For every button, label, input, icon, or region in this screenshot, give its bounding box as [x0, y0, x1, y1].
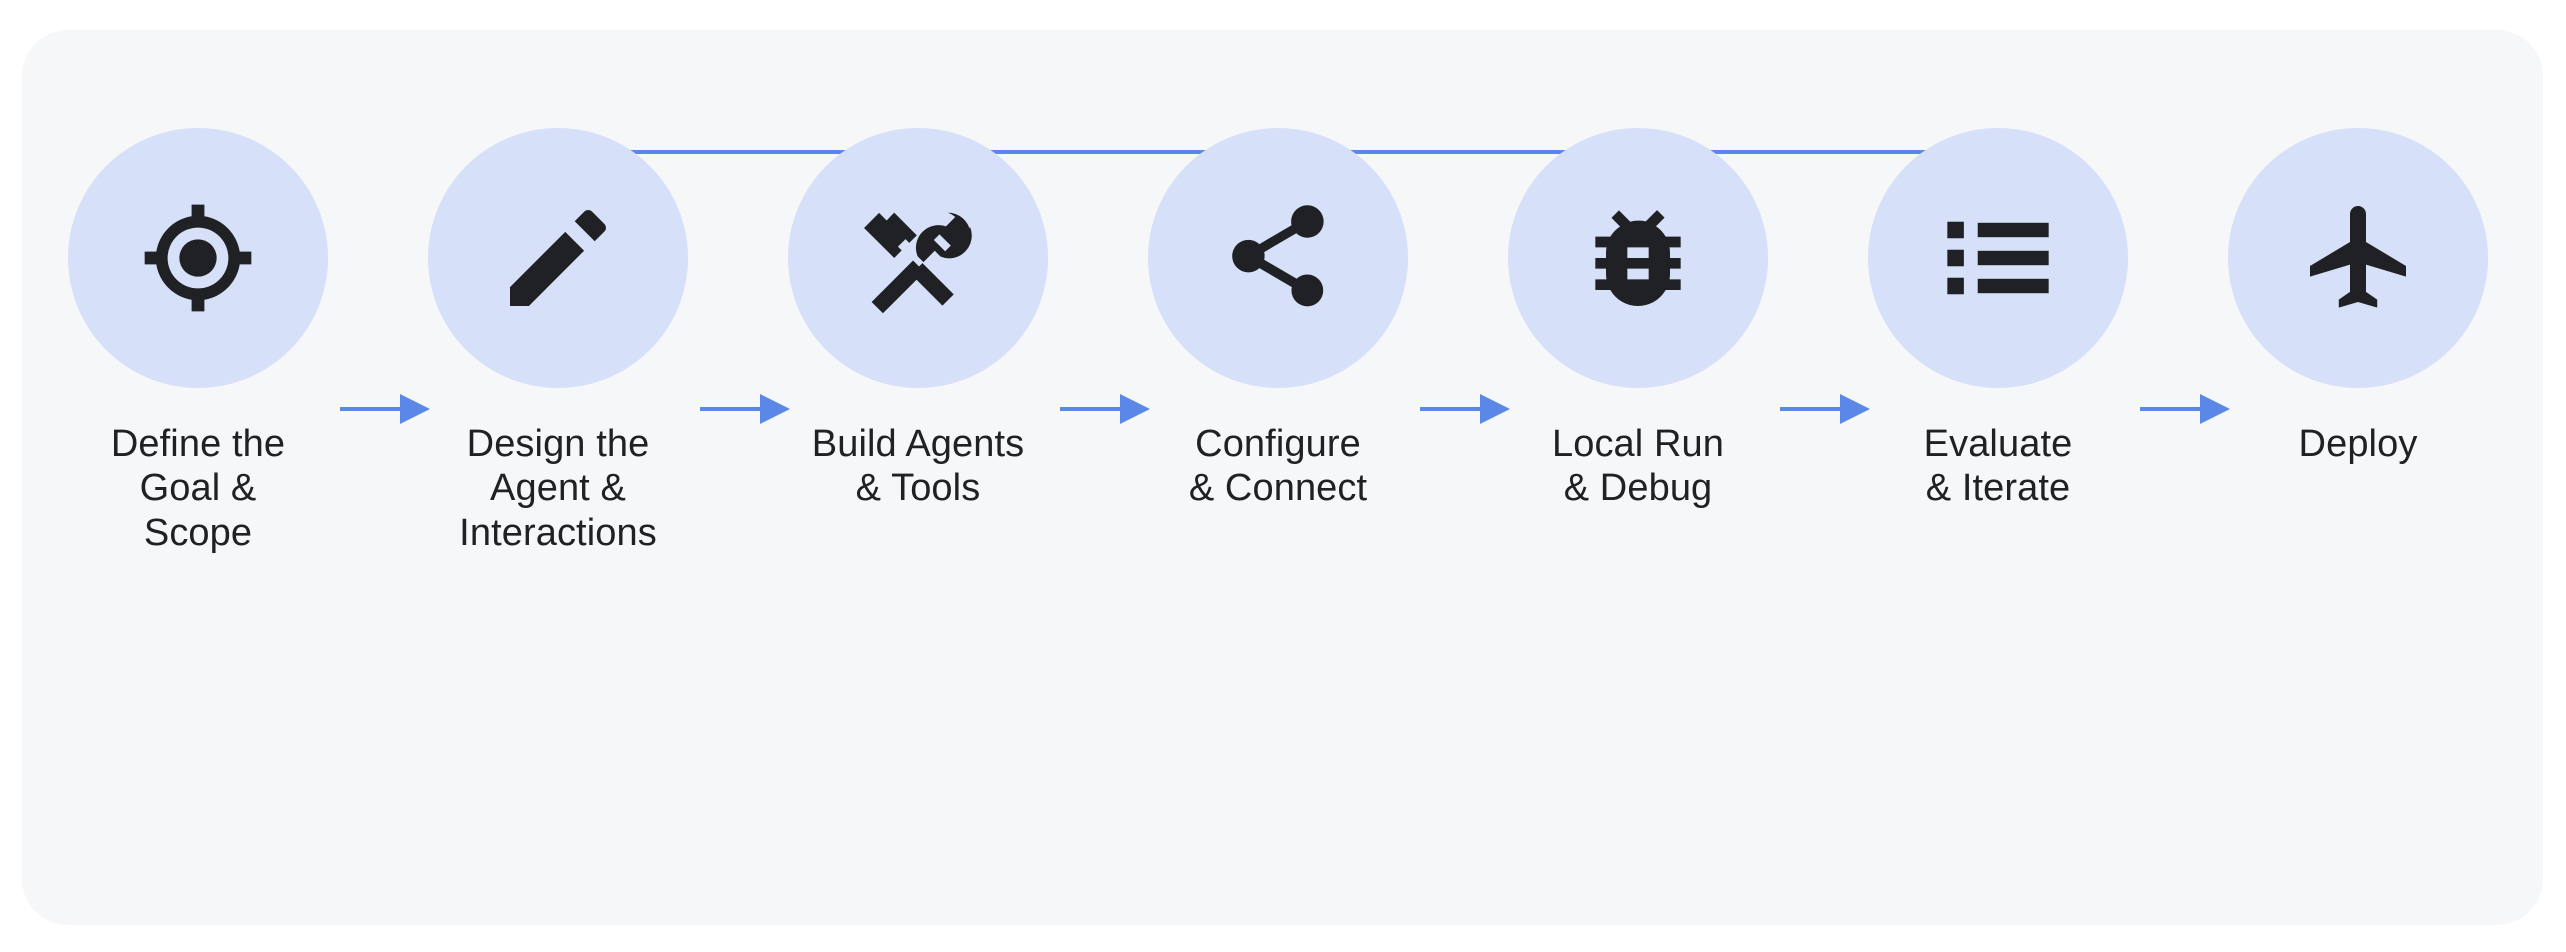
- step-label: Evaluate & Iterate: [1923, 423, 2073, 510]
- step-node-local-run-debug[interactable]: Local Run & Debug: [1488, 128, 1788, 511]
- step-label: Design the Agent & Interactions: [459, 423, 657, 554]
- connector-define-to-design: [340, 394, 430, 424]
- step-node-deploy[interactable]: Deploy: [2208, 128, 2508, 466]
- step-node-evaluate-iterate[interactable]: Evaluate & Iterate: [1848, 128, 2148, 511]
- connector-localrun-to-evaluate: [1780, 394, 1870, 424]
- step-node-define-goal-scope[interactable]: Define the Goal & Scope: [48, 128, 348, 555]
- bug-icon: [1595, 210, 1681, 306]
- step-icon-bubble: [1148, 128, 1408, 388]
- step-icon-bubble: [2228, 128, 2488, 388]
- share-nodes-icon: [1232, 205, 1324, 307]
- step-label: Local Run & Debug: [1551, 423, 1724, 510]
- list-icon: [1947, 221, 2049, 295]
- connector-evaluate-to-deploy: [2140, 394, 2230, 424]
- step-label: Build Agents & Tools: [811, 423, 1025, 510]
- step-icon-bubble: [788, 128, 1048, 388]
- connector-build-to-configure: [1060, 394, 1150, 424]
- step-icon-bubble: [68, 128, 328, 388]
- step-label: Define the Goal & Scope: [110, 423, 286, 554]
- connector-configure-to-localrun: [1420, 394, 1510, 424]
- step-node-configure-connect[interactable]: Configure & Connect: [1128, 128, 1428, 511]
- step-node-build-agents-tools[interactable]: Build Agents & Tools: [768, 128, 1068, 511]
- airplane-icon: [2310, 206, 2406, 308]
- step-label: Configure & Connect: [1188, 423, 1368, 510]
- pencil-icon: [510, 209, 607, 306]
- step-icon-bubble: [428, 128, 688, 388]
- target-icon: [144, 204, 252, 312]
- connector-design-to-build: [700, 394, 790, 424]
- step-node-design-agent[interactable]: Design the Agent & Interactions: [408, 128, 708, 555]
- step-label: Deploy: [2298, 423, 2418, 465]
- step-icon-bubble: [1868, 128, 2128, 388]
- step-icon-bubble: [1508, 128, 1768, 388]
- hammer-wrench-icon: [864, 212, 972, 314]
